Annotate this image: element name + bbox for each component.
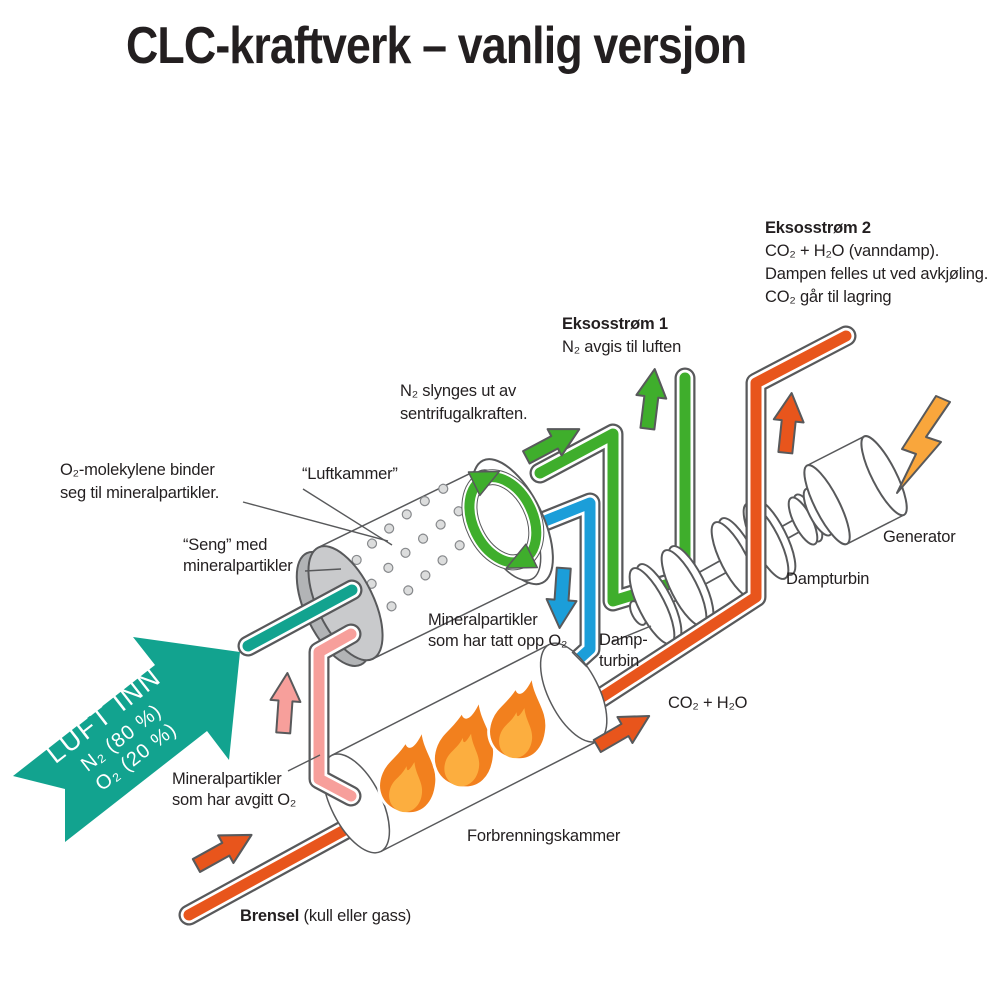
co2-exhaust-pipe bbox=[545, 325, 857, 738]
generator-unit bbox=[787, 435, 908, 546]
label-generator: Generator bbox=[883, 528, 956, 546]
page-title: CLC-kraftverk – vanlig versjon bbox=[126, 17, 747, 75]
label-steam-turbine-1: Damp- turbin bbox=[599, 631, 648, 670]
label-combustion-chamber: Forbrenningskammer bbox=[467, 827, 621, 845]
label-centrifuge: N₂ slynges ut av sentrifugalkraften. bbox=[400, 382, 528, 423]
label-co2-h2o: CO₂ + H₂O bbox=[668, 694, 748, 712]
combustion-chamber bbox=[322, 642, 608, 854]
label-steam-turbine-2: Dampturbin bbox=[786, 570, 870, 588]
label-mineral-bed: “Seng” med mineralpartikler bbox=[183, 536, 293, 575]
air-inlet-pipe bbox=[237, 579, 363, 657]
fuel-pipe bbox=[178, 816, 361, 926]
turbine-shaft-assembly bbox=[628, 435, 908, 645]
steam-turbine-1 bbox=[628, 545, 715, 645]
rotation-arrows-icon bbox=[461, 469, 545, 571]
label-o2-binding: O₂-molekylene binder seg til mineralpart… bbox=[60, 461, 220, 502]
label-air-chamber: “Luftkammer” bbox=[302, 465, 398, 483]
label-minerals-with-o2: Mineralpartikler som har tatt opp O₂ bbox=[428, 611, 568, 650]
lightning-bolt-icon bbox=[896, 395, 951, 494]
label-minerals-without-o2: Mineralpartikler som har avgitt O₂ bbox=[172, 770, 297, 809]
n2-up-arrow-icon bbox=[631, 366, 671, 432]
minerals-up-arrow-icon bbox=[267, 670, 304, 735]
exhaust-up-arrow-icon bbox=[769, 390, 808, 456]
label-fuel: Brensel (kull eller gass) bbox=[240, 907, 412, 925]
flames-icon bbox=[377, 674, 549, 816]
air-in-arrow bbox=[13, 637, 240, 842]
mineral-return-pipe bbox=[308, 623, 362, 807]
label-exhaust-stream-1: Eksosstrøm 1 N₂ avgis til luften bbox=[562, 315, 682, 356]
pointer-lines bbox=[242, 488, 652, 772]
label-exhaust-stream-2: Eksosstrøm 2 CO₂ + H₂O (vanndamp). Dampe… bbox=[765, 219, 989, 306]
nitrogen-exhaust-pipe bbox=[529, 367, 696, 612]
